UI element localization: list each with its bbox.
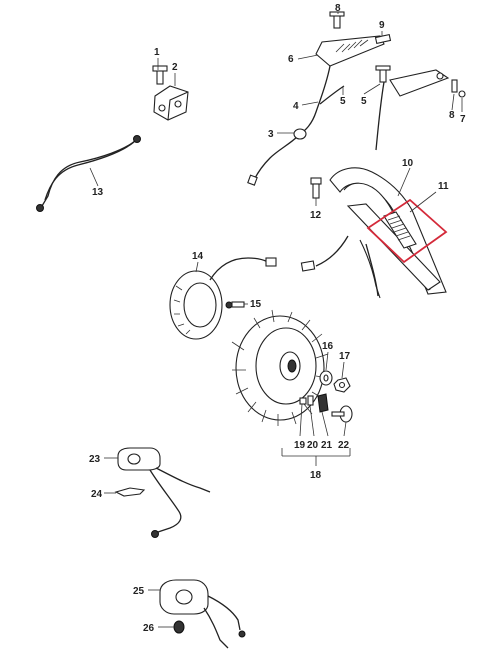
callout-19: 19 [294,440,306,451]
callout-11: 11 [438,181,449,192]
callout-8a: 8 [335,3,341,14]
callout-26: 26 [143,623,155,634]
callout-18: 18 [310,470,322,481]
callout-10: 10 [402,158,414,169]
callout-17: 17 [339,351,351,362]
callout-8b: 8 [449,110,455,121]
highlight-box [366,198,448,264]
callout-labels: 1 2 3 4 5 5 6 7 8 8 9 10 11 12 13 14 15 … [89,3,466,634]
callout-7: 7 [460,114,466,125]
part-handle [329,167,448,299]
callout-20: 20 [307,440,319,451]
part-connector-wire [300,235,349,272]
part-screw-15 [225,301,245,309]
callout-3: 3 [268,129,274,140]
callout-1: 1 [154,47,160,58]
callout-15: 15 [250,299,262,310]
callout-2: 2 [172,62,178,73]
callout-24: 24 [91,489,103,500]
part-throttle-assembly [315,11,466,98]
part-ground-wire [36,135,141,212]
callout-23: 23 [89,454,101,465]
part-nut-17 [333,377,351,393]
callout-12: 12 [310,210,322,221]
part-washer-16 [319,370,333,386]
callout-21: 21 [321,440,333,451]
part-bolt-12 [310,177,322,199]
callout-6: 6 [288,54,294,65]
part-sensor-module [114,447,211,538]
callout-5b: 5 [361,96,367,107]
leader-lines [89,12,463,628]
part-wire-harness [247,65,385,186]
callout-4: 4 [293,101,299,112]
part-sensor-bracket [152,65,189,121]
callout-25: 25 [133,586,145,597]
part-pawl-set [299,393,353,423]
callout-22: 22 [338,440,350,451]
callout-5a: 5 [340,96,346,107]
callout-16: 16 [322,341,334,352]
part-ignition-coil [169,257,277,340]
callout-13: 13 [92,187,104,198]
callout-14: 14 [192,251,204,262]
part-flywheel [231,309,329,426]
callout-9: 9 [379,20,385,31]
part-lower-sensor [159,579,246,649]
